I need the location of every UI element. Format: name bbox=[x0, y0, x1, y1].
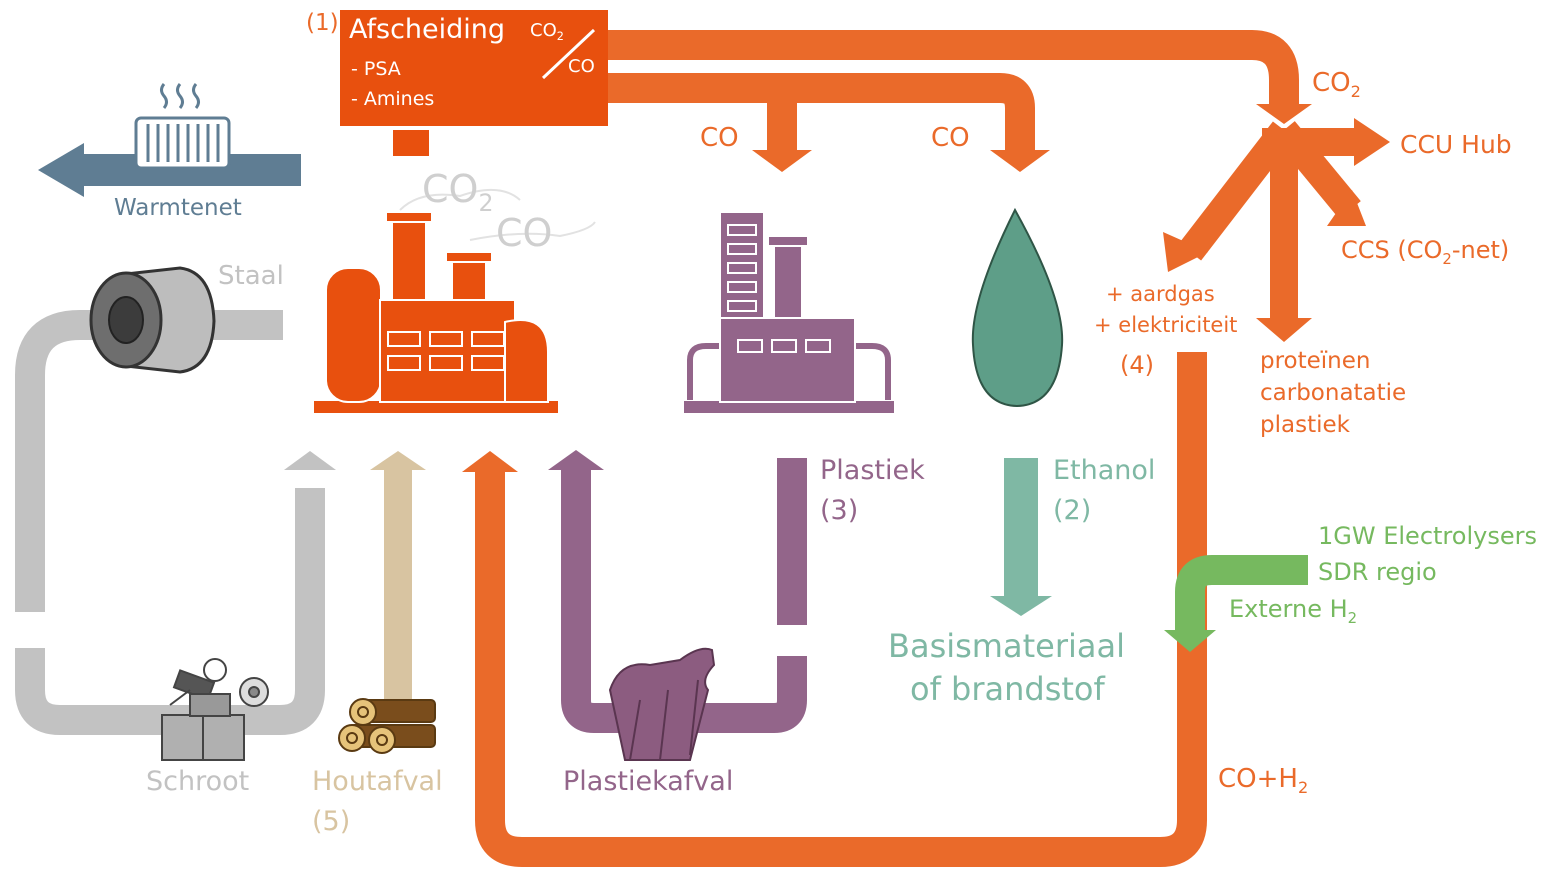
hub-input-gas: + aardgas bbox=[1106, 282, 1215, 306]
plastic-return-arrowhead bbox=[548, 450, 604, 470]
wood-label: Houtafval bbox=[312, 766, 443, 797]
hub-input-electricity: + elektriciteit bbox=[1094, 313, 1238, 337]
ccu-arrowhead bbox=[1354, 118, 1390, 166]
wood-number: (5) bbox=[312, 806, 351, 837]
wood-arrow bbox=[370, 451, 426, 705]
capture-co-label: CO bbox=[568, 56, 595, 77]
ethanol-drop-icon bbox=[971, 207, 1064, 408]
plastic-waste-icon bbox=[608, 647, 716, 761]
electrolysers-line1: 1GW Electrolysers bbox=[1318, 522, 1537, 550]
capture-item-amines: - Amines bbox=[351, 88, 435, 110]
emission-clouds bbox=[399, 188, 596, 241]
factory-icon bbox=[312, 211, 560, 415]
capture-item-psa: - PSA bbox=[351, 58, 401, 80]
plastic-number: (3) bbox=[820, 495, 859, 526]
ccs-arrowhead bbox=[1327, 190, 1366, 226]
ethanol-label: Ethanol bbox=[1053, 455, 1156, 486]
syngas-loop bbox=[475, 352, 1207, 867]
base-material-line1: Basismateriaal bbox=[888, 627, 1125, 665]
emission-co-label: CO bbox=[496, 211, 553, 255]
plastic-label: Plastiek bbox=[820, 455, 925, 486]
co-right-label: CO bbox=[931, 123, 970, 153]
plastic-waste-label: Plastiekafval bbox=[563, 766, 734, 797]
capture-flows bbox=[608, 30, 1299, 152]
capture-divider bbox=[541, 28, 596, 80]
capture-number: (1) bbox=[306, 10, 339, 36]
steel-label: Staal bbox=[218, 261, 284, 291]
co-left-label: CO bbox=[700, 123, 739, 153]
steel-return-arrowhead bbox=[284, 451, 336, 470]
hub-product-proteins: proteïnen bbox=[1260, 348, 1371, 374]
scrap-label: Schroot bbox=[146, 766, 250, 797]
inputs-arrowhead bbox=[1163, 232, 1208, 272]
products-arrowhead bbox=[1256, 318, 1312, 342]
hub-number: (4) bbox=[1120, 351, 1154, 379]
capture-co2-label: CO2 bbox=[530, 20, 564, 44]
scrap-pile-icon bbox=[161, 658, 269, 761]
capture-connector bbox=[393, 130, 429, 156]
syngas-label: CO+H2 bbox=[1218, 764, 1309, 798]
emission-co2-label: CO2 bbox=[422, 167, 494, 217]
ccu-hub-label: CCU Hub bbox=[1400, 130, 1512, 159]
base-material-line2: of brandstof bbox=[910, 670, 1105, 708]
capture-box bbox=[340, 10, 608, 126]
h2-arrow bbox=[1175, 555, 1308, 632]
warmtenet-label: Warmtenet bbox=[114, 195, 242, 221]
syngas-return-arrowhead bbox=[462, 451, 518, 472]
capture-title: Afscheiding bbox=[349, 14, 506, 45]
plastic-plant-icon bbox=[682, 211, 896, 415]
wood-logs-icon bbox=[338, 698, 436, 754]
electrolysers-line2: SDR regio bbox=[1318, 558, 1437, 586]
radiator-icon bbox=[134, 83, 231, 170]
co-right-arrowhead bbox=[990, 150, 1050, 172]
hub-product-plastic: plastiek bbox=[1260, 412, 1350, 438]
hub-arrows bbox=[1178, 121, 1361, 320]
co2-top-label: CO2 bbox=[1312, 68, 1361, 102]
steel-loop bbox=[15, 310, 325, 735]
hub-product-carbonation: carbonatatie bbox=[1260, 380, 1407, 406]
ethanol-number: (2) bbox=[1053, 495, 1092, 526]
external-h2-label: Externe H2 bbox=[1229, 595, 1358, 627]
ethanol-arrow bbox=[990, 458, 1052, 616]
ccs-label: CCS (CO2-net) bbox=[1341, 236, 1510, 268]
co-left-arrowhead bbox=[752, 150, 812, 172]
h2-arrowhead bbox=[1164, 630, 1216, 652]
steel-coil-icon bbox=[89, 266, 216, 374]
co2-top-arrowhead bbox=[1256, 104, 1312, 124]
